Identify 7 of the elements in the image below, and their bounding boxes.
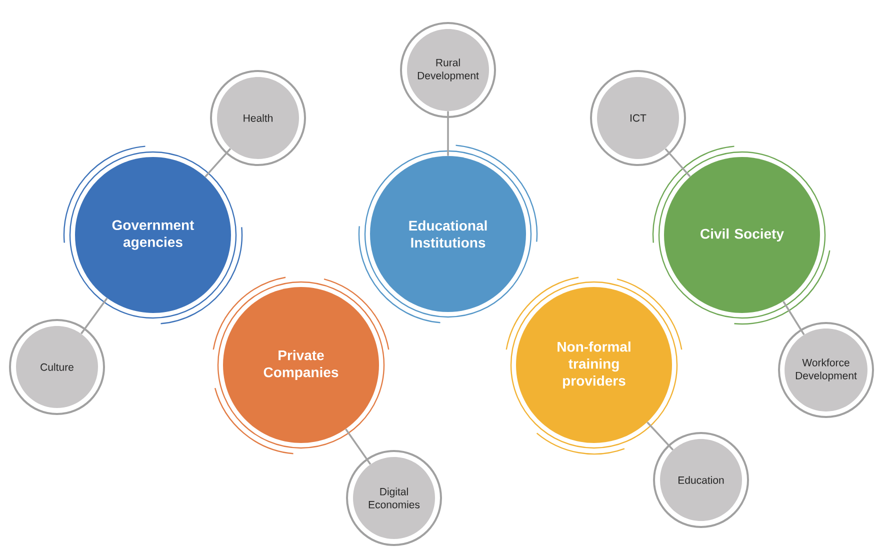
connector-line	[80, 298, 108, 334]
connector-line	[664, 148, 691, 178]
connector-line	[782, 300, 805, 336]
connector-line	[447, 111, 449, 156]
connector-line	[345, 428, 372, 465]
connector-line	[204, 148, 232, 178]
connector-line	[646, 422, 674, 450]
